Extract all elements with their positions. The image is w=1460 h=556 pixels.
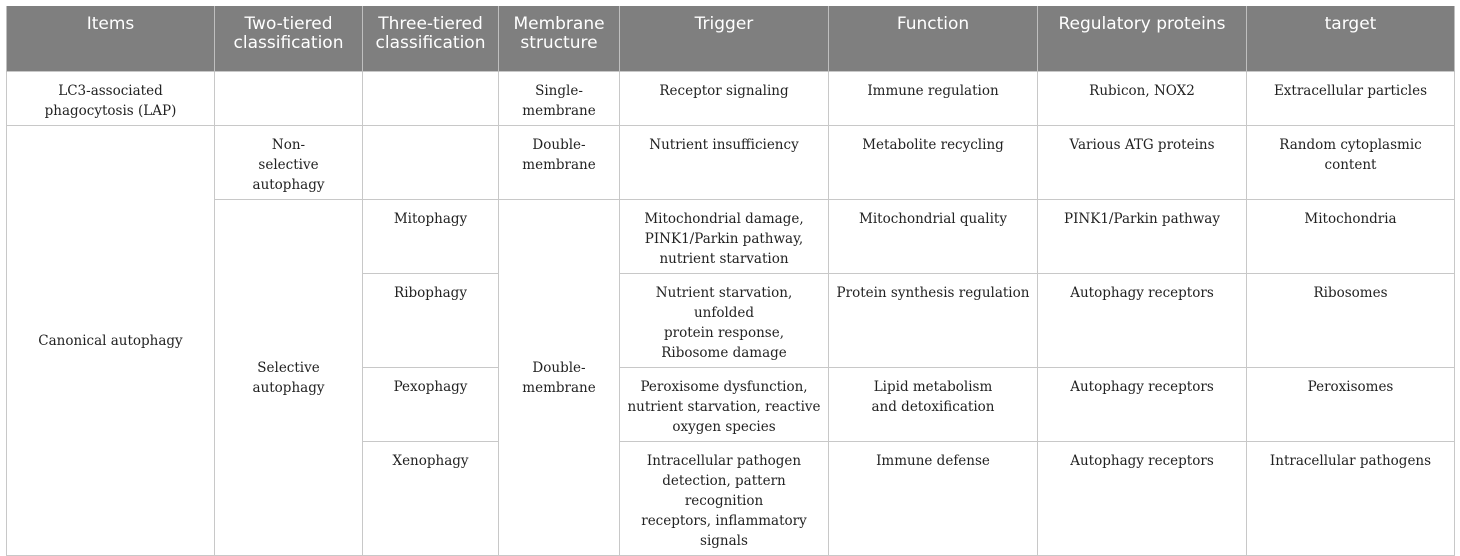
cell-trigger-lap: Receptor signaling [619,71,829,126]
cell-function-pexophagy: Lipid metabolism and detoxification [828,367,1038,442]
cell-proteins-ribophagy: Autophagy receptors [1037,273,1247,368]
cell-trigger-mitophagy: Mitochondrial damage, PINK1/Parkin pathw… [619,199,829,274]
cell-function-ribophagy: Protein synthesis regulation [828,273,1038,368]
cell-target-xenophagy: Intracellular pathogens [1246,441,1455,556]
cell-target-ribophagy: Ribosomes [1246,273,1455,368]
cell-three-tier-lap [362,71,499,126]
header-two-tiered: Two-tiered classification [214,6,363,72]
cell-function-nonselective: Metabolite recycling [828,125,1038,200]
cell-target-lap: Extracellular particles [1246,71,1455,126]
header-three-tiered: Three-tiered classification [362,6,499,72]
cell-proteins-lap: Rubicon, NOX2 [1037,71,1247,126]
table-row-lap: LC3-associated phagocytosis (LAP) Single… [6,71,1455,126]
header-membrane: Membrane structure [498,6,620,72]
autophagy-classification-table: Items Two-tiered classification Three-ti… [6,6,1455,556]
cell-function-xenophagy: Immune defense [828,441,1038,556]
cell-proteins-pexophagy: Autophagy receptors [1037,367,1247,442]
cell-three-tier-ribophagy: Ribophagy [362,273,499,368]
cell-membrane-lap: Single- membrane [498,71,620,126]
cell-proteins-xenophagy: Autophagy receptors [1037,441,1247,556]
cell-three-tier-pexophagy: Pexophagy [362,367,499,442]
cell-trigger-ribophagy: Nutrient starvation, unfolded protein re… [619,273,829,368]
table-row-mitophagy: Selective autophagy Mitophagy Double- me… [7,199,1455,556]
cell-two-tier-lap [214,71,363,126]
cell-target-mitophagy: Mitochondria [1246,199,1455,274]
cell-trigger-xenophagy: Intracellular pathogen detection, patter… [619,441,829,556]
cell-three-tier-xenophagy: Xenophagy [362,441,499,556]
cell-function-mitophagy: Mitochondrial quality [828,199,1038,274]
cell-target-pexophagy: Peroxisomes [1246,367,1455,442]
cell-two-tier-nonselective: Non- selective autophagy [214,125,363,200]
autophagy-table-container: Items Two-tiered classification Three-ti… [6,6,1455,556]
cell-membrane-nonselective: Double- membrane [498,125,620,200]
cell-two-tier-selective: Selective autophagy [214,199,363,556]
cell-trigger-pexophagy: Peroxisome dysfunction, nutrient starvat… [619,367,829,442]
header-row: Items Two-tiered classification Three-ti… [6,6,1455,72]
cell-proteins-nonselective: Various ATG proteins [1037,125,1247,200]
header-trigger: Trigger [619,6,829,72]
table-row-pexophagy: Pexophagy Peroxisome dysfunction, nutrie… [7,367,1455,442]
cell-function-lap: Immune regulation [828,71,1038,126]
cell-three-tier-nonselective [362,125,499,200]
header-items: Items [6,6,215,72]
header-target: target [1246,6,1455,72]
cell-three-tier-mitophagy: Mitophagy [362,199,499,274]
cell-membrane-selective: Double- membrane [498,199,620,556]
table-row-nonselective: Canonical autophagy Non- selective autop… [6,125,1455,556]
header-regulatory-proteins: Regulatory proteins [1037,6,1247,72]
cell-item-lap: LC3-associated phagocytosis (LAP) [6,71,215,126]
cell-proteins-mitophagy: PINK1/Parkin pathway [1037,199,1247,274]
cell-trigger-nonselective: Nutrient insufficiency [619,125,829,200]
cell-item-canonical: Canonical autophagy [6,125,215,556]
cell-target-nonselective: Random cytoplasmic content [1246,125,1455,200]
header-function: Function [828,6,1038,72]
